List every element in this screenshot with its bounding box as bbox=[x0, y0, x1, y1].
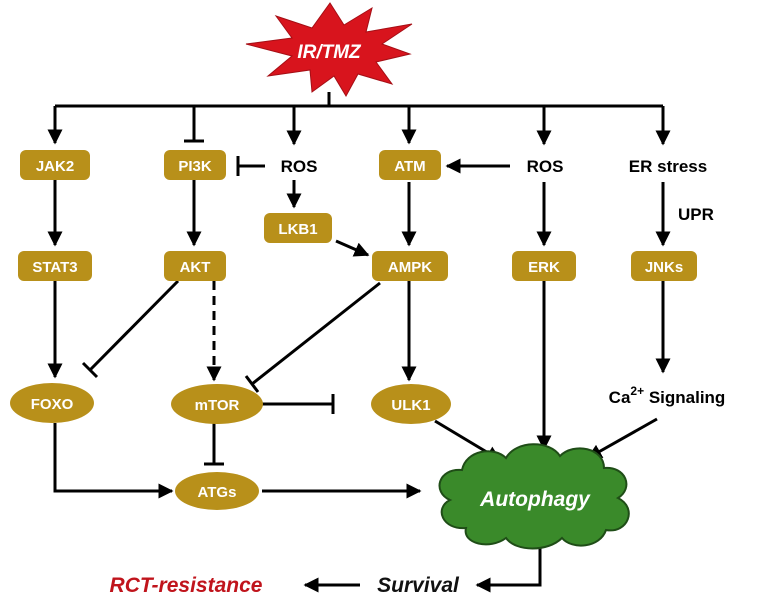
node-pi3k-label: PI3K bbox=[178, 158, 212, 175]
node-mtor-label: mTOR bbox=[195, 397, 240, 414]
arrow-lkb1-ampk bbox=[335, 239, 370, 257]
node-atgs-ellipse bbox=[175, 472, 259, 510]
node-jnks-label: JNKs bbox=[645, 259, 683, 276]
node-ampk: AMPK bbox=[372, 251, 448, 281]
node-pi3k: PI3K bbox=[164, 150, 226, 180]
node-erk: ERK bbox=[512, 251, 576, 281]
arrow-autophagy-survival bbox=[475, 545, 542, 593]
inhibit-bar-ampk-mtor bbox=[244, 375, 260, 393]
autophagy-label: Autophagy bbox=[479, 488, 591, 511]
node-jak2-label: JAK2 bbox=[36, 158, 74, 175]
survival-label: Survival bbox=[377, 574, 460, 597]
node-stat3-label: STAT3 bbox=[32, 259, 77, 276]
node-stat3-box bbox=[18, 251, 92, 281]
node-foxo: FOXO bbox=[10, 383, 94, 423]
node-ulk1-ellipse bbox=[371, 384, 451, 424]
stimulus-label: IR/TMZ bbox=[297, 42, 362, 63]
node-atgs-label: ATGs bbox=[198, 484, 237, 501]
node-lkb1-box bbox=[264, 213, 332, 243]
node-lkb1: LKB1 bbox=[264, 213, 332, 243]
node-lkb1-label: LKB1 bbox=[278, 221, 317, 238]
node-mtor-ellipse bbox=[171, 384, 263, 424]
node-er-stress: ER stress bbox=[629, 157, 707, 176]
node-erk-box bbox=[512, 251, 576, 281]
node-pi3k-box bbox=[164, 150, 226, 180]
node-mtor: mTOR bbox=[171, 384, 263, 424]
node-akt: AKT bbox=[164, 251, 226, 281]
ca-base: Ca bbox=[609, 388, 631, 407]
node-atm-box bbox=[379, 150, 441, 180]
stimulus-burst: IR/TMZ bbox=[245, 2, 413, 98]
node-atgs: ATGs bbox=[175, 472, 259, 510]
node-jnks: JNKs bbox=[631, 251, 697, 281]
ca-rest: Signaling bbox=[644, 388, 725, 407]
node-ampk-box bbox=[372, 251, 448, 281]
node-jak2: JAK2 bbox=[20, 150, 90, 180]
inhibit-akt-foxo bbox=[88, 279, 180, 372]
node-ampk-label: AMPK bbox=[388, 259, 432, 276]
node-ulk1-label: ULK1 bbox=[391, 397, 430, 414]
cloud-shape bbox=[438, 443, 630, 550]
node-atm-label: ATM bbox=[394, 158, 425, 175]
node-stat3: STAT3 bbox=[18, 251, 92, 281]
node-atm: ATM bbox=[379, 150, 441, 180]
autophagy-cloud: Autophagy bbox=[438, 443, 630, 550]
inhibit-ampk-mtor bbox=[251, 281, 381, 386]
inhibit-bar-akt-foxo bbox=[81, 361, 99, 379]
arrow-foxo-atgs bbox=[53, 423, 174, 499]
node-ca-signaling: Ca2+ Signaling bbox=[609, 384, 726, 407]
node-foxo-ellipse bbox=[10, 383, 94, 423]
node-jnks-box bbox=[631, 251, 697, 281]
node-ros-right: ROS bbox=[527, 157, 564, 176]
node-erk-label: ERK bbox=[528, 259, 560, 276]
node-foxo-label: FOXO bbox=[31, 396, 74, 413]
node-jak2-box bbox=[20, 150, 90, 180]
label-upr: UPR bbox=[678, 205, 714, 224]
connectors bbox=[47, 92, 671, 593]
arrow-ca-autophagy bbox=[586, 417, 658, 460]
node-ros-left: ROS bbox=[281, 157, 318, 176]
node-akt-label: AKT bbox=[180, 259, 211, 276]
ca-superscript: 2+ bbox=[630, 384, 644, 398]
rct-resistance-label: RCT-resistance bbox=[110, 574, 263, 597]
node-ulk1: ULK1 bbox=[371, 384, 451, 424]
starburst-shape bbox=[245, 2, 413, 98]
node-akt-box bbox=[164, 251, 226, 281]
